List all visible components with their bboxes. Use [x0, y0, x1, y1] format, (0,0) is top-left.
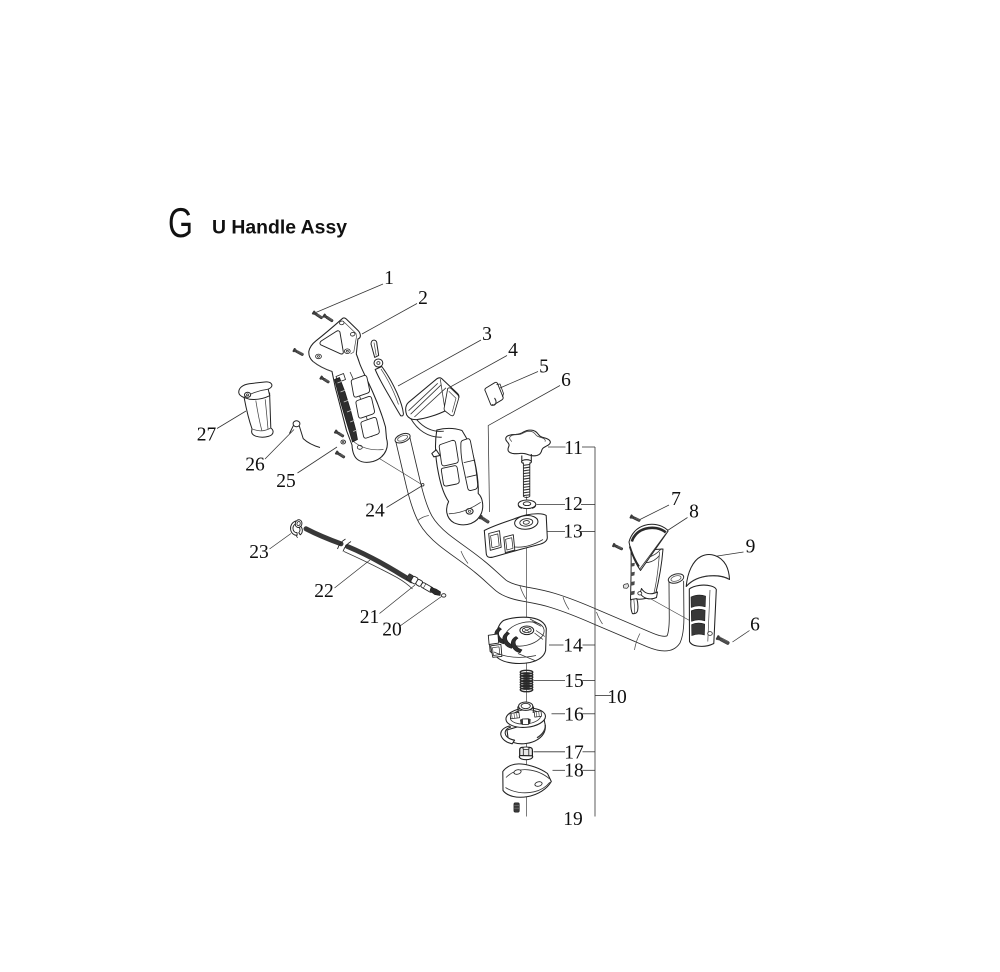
- svg-text:4: 4: [508, 340, 518, 361]
- svg-text:9: 9: [746, 537, 756, 558]
- svg-text:2: 2: [418, 288, 428, 309]
- svg-text:3: 3: [482, 324, 492, 345]
- svg-text:14: 14: [563, 636, 583, 657]
- svg-text:1: 1: [384, 268, 394, 289]
- svg-text:24: 24: [365, 501, 385, 522]
- svg-text:8: 8: [689, 502, 699, 523]
- svg-text:11: 11: [564, 438, 583, 459]
- svg-text:13: 13: [563, 522, 583, 543]
- svg-text:7: 7: [671, 489, 681, 510]
- svg-text:17: 17: [564, 743, 584, 764]
- svg-text:6: 6: [561, 370, 571, 391]
- svg-text:23: 23: [249, 542, 269, 563]
- svg-text:21: 21: [360, 607, 380, 628]
- svg-text:26: 26: [245, 455, 265, 476]
- svg-text:12: 12: [563, 494, 583, 515]
- svg-text:6: 6: [750, 615, 760, 636]
- svg-text:25: 25: [276, 471, 296, 492]
- svg-text:G: G: [168, 199, 193, 246]
- svg-text:10: 10: [607, 687, 627, 708]
- svg-text:27: 27: [197, 425, 217, 446]
- svg-text:U Handle Assy: U Handle Assy: [212, 217, 347, 239]
- svg-text:20: 20: [382, 620, 402, 641]
- svg-text:18: 18: [564, 761, 584, 782]
- svg-text:19: 19: [563, 809, 583, 830]
- svg-text:22: 22: [314, 581, 334, 602]
- svg-text:5: 5: [539, 357, 549, 378]
- svg-text:15: 15: [564, 671, 584, 692]
- svg-text:16: 16: [564, 705, 584, 726]
